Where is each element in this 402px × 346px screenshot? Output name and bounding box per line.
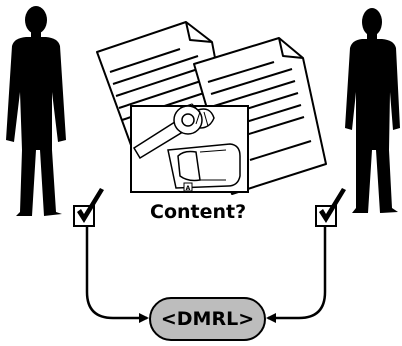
right-checkbox-checked-icon — [315, 188, 346, 227]
wrench-illustration-icon: A — [130, 103, 249, 193]
left-person-silhouette-icon — [6, 6, 66, 216]
illustration-tag: A — [186, 185, 191, 192]
dmrl-format-label: <DMRL> — [160, 308, 255, 330]
left-connector-arrow — [85, 227, 149, 323]
right-connector-arrow — [266, 227, 327, 323]
left-checkbox-checked-icon — [73, 188, 104, 227]
content-question-label: Content? — [150, 201, 247, 223]
dmrl-format-pill: <DMRL> — [149, 297, 266, 341]
right-person-silhouette-icon — [345, 8, 400, 213]
